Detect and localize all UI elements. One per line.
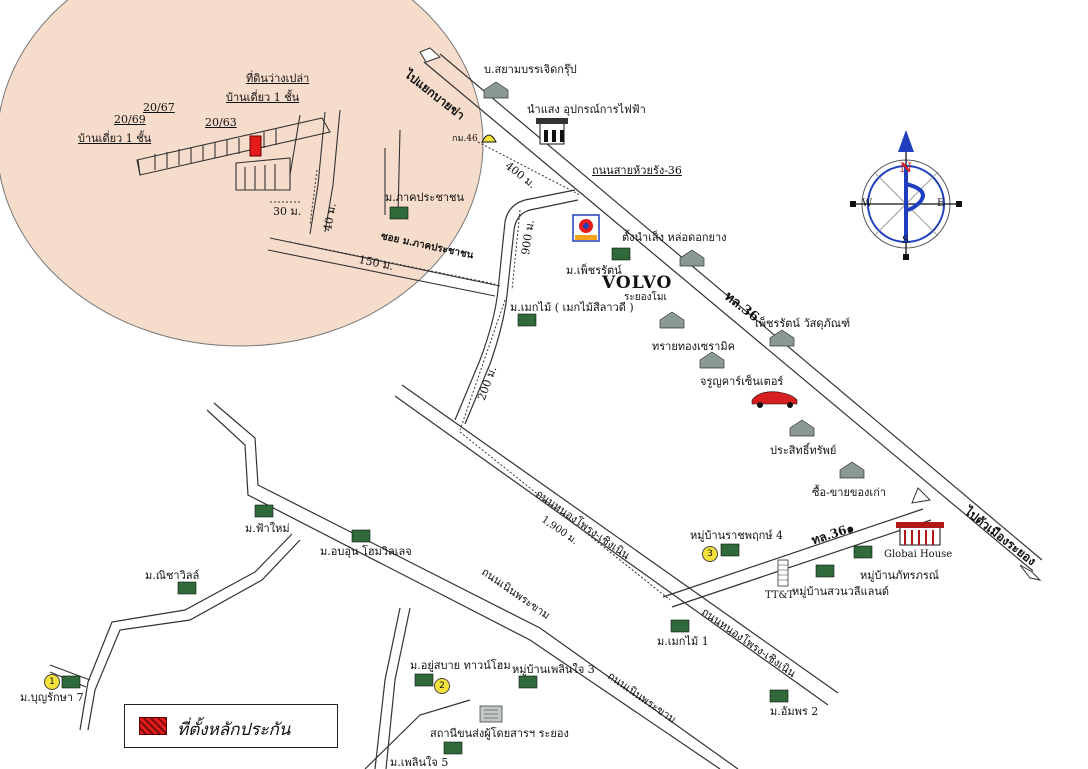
compass-rose bbox=[850, 130, 962, 260]
makmai1-label: ม.เมกไม้ 1 bbox=[657, 635, 709, 648]
ttt-tower-icon bbox=[777, 559, 789, 587]
ttt-label: TT&T bbox=[765, 590, 795, 601]
sai-thong-label: ทรายทองเซรามิค bbox=[652, 340, 735, 353]
road-huayrung-label: ถนนสายห้วยรัง-36 bbox=[592, 164, 682, 177]
compass-s-label: S bbox=[902, 235, 909, 246]
compass-n-label: N bbox=[900, 161, 912, 176]
compass-w-label: W bbox=[862, 198, 873, 209]
global-house-label: Globai House bbox=[884, 549, 953, 560]
yusabai-label: ม.อยู่สบาย ทาวน์โฮม bbox=[410, 659, 511, 672]
tangnamseng-label: ตั้งนำเส็ง หล่อดอกยาง bbox=[622, 231, 727, 244]
num-2063-label: 20/63 bbox=[205, 116, 237, 129]
empty-land-label: ที่ดินว่างเปล่า bbox=[246, 72, 310, 85]
phetrat-material-label: เพ็ชรรัตน์ วัสดุภัณฑ์ bbox=[755, 317, 851, 330]
school-building-icon bbox=[479, 705, 503, 723]
sam-bridge-label: บ.สยามบรรเจิดกรุ๊ป bbox=[484, 63, 577, 76]
boonrak-label: ม.บุญรักษา 7 bbox=[20, 691, 84, 704]
rayong-sub-label: ระยองโมเ bbox=[624, 292, 667, 303]
village-suanmali-label: หมู่บ้านสวนวลีแลนด์ bbox=[792, 585, 890, 598]
namsaeng-label: นำแสง อุปกรณ์การไฟฟ้า bbox=[527, 103, 646, 116]
dist-30-label: 30 ม. bbox=[273, 205, 302, 218]
makmai-label: ม.เมกไม้ ( เมกไม้สีลาวดี ) bbox=[510, 301, 634, 314]
legend-box: ที่ตั้งหลักประกัน bbox=[124, 704, 338, 748]
buysell-label: ซื้อ-ขายของเก่า bbox=[812, 486, 887, 499]
marker-1: 1 bbox=[44, 674, 60, 690]
num-2069-label: 20/69 bbox=[114, 113, 146, 126]
marker-3: 3 bbox=[702, 546, 718, 562]
village-icons bbox=[61, 206, 873, 755]
volvo-logo: VOLVO bbox=[602, 273, 673, 293]
school-label: สถานีขนส่งผู้โดยสารฯ ระยอง bbox=[430, 727, 569, 740]
num-2067-label: 20/67 bbox=[143, 101, 175, 114]
pleonjai3-label: หมู่บ้านเพลินใจ 3 bbox=[512, 663, 595, 676]
house-one-floor-right-label: บ้านเดี่ยว 1 ชั้น bbox=[226, 91, 300, 104]
ampon2-label: ม.อัมพร 2 bbox=[770, 705, 819, 718]
road-huayrang bbox=[454, 189, 579, 425]
highway-364 bbox=[662, 508, 932, 608]
aomsuk-label: ม.อบอุ่น โฮมวิลเลจ bbox=[320, 545, 412, 558]
namsaeng-building bbox=[536, 118, 568, 145]
compass-e-label: E bbox=[937, 198, 945, 209]
legend-swatch bbox=[139, 717, 167, 735]
collateral-plot bbox=[249, 135, 262, 157]
prasit-label: ประสิทธิ์ทรัพย์ bbox=[770, 444, 837, 457]
legend-text: ที่ตั้งหลักประกัน bbox=[177, 720, 291, 740]
global-house-icon bbox=[896, 522, 944, 546]
petcharat-label: ม.เพ็ชรรัตน์ bbox=[566, 264, 622, 277]
village-rachaphruk-label: หมู่บ้านราชพฤกษ์ 4 bbox=[690, 529, 784, 542]
village-phatraphon-label: หมู่บ้านภัทรภรณ์ bbox=[860, 569, 939, 582]
inset-circle bbox=[0, 0, 484, 347]
road-nongprong bbox=[394, 384, 839, 706]
road-nernprakaw bbox=[206, 402, 739, 769]
house-one-floor-left-label: บ้านเดี่ยว 1 ชั้น bbox=[78, 132, 152, 145]
jarunkar-label: จรูญคาร์เซ็นเตอร์ bbox=[700, 375, 784, 388]
nichavilla-label: ม.ณิชาวิลล์ bbox=[145, 569, 200, 582]
marker-2: 2 bbox=[434, 678, 450, 694]
km46-marker bbox=[481, 134, 497, 143]
gas-station-icon bbox=[572, 214, 600, 242]
village-phakprachachon-label: ม.ภาคประชาชน bbox=[385, 191, 464, 204]
car-icon bbox=[751, 391, 798, 408]
fahmai-label: ม.ฟ้าใหม่ bbox=[245, 522, 290, 535]
building-icons bbox=[483, 81, 865, 479]
pleonjai5-label: ม.เพลินใจ 5 bbox=[390, 756, 449, 769]
km46-label: กม.46 bbox=[452, 134, 478, 144]
